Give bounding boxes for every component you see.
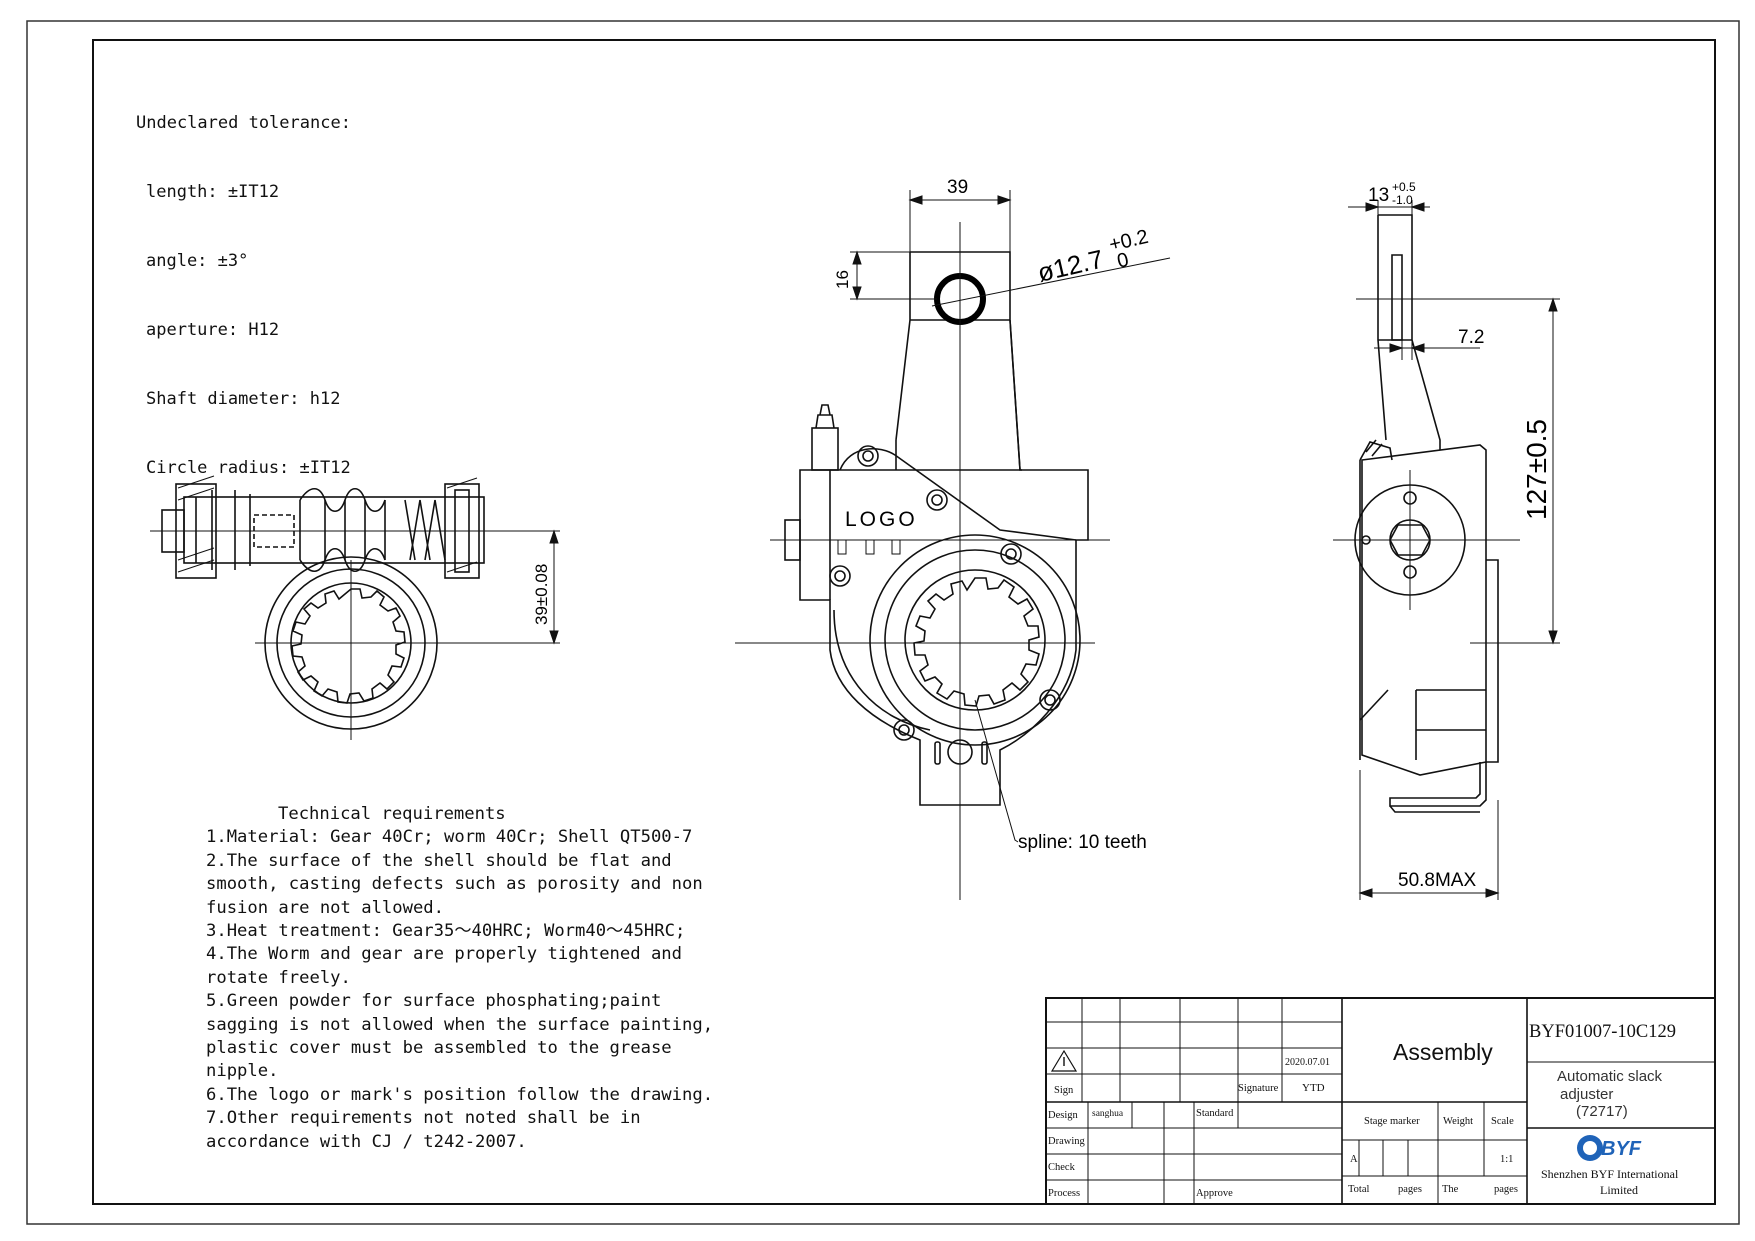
requirement-line: 6.The logo or mark's position follow the… bbox=[206, 1084, 714, 1105]
logo-mark: LOGO bbox=[845, 508, 918, 531]
svg-text:-1.0: -1.0 bbox=[1392, 193, 1413, 207]
worm-gear-view bbox=[161, 475, 485, 730]
tb-stage-marker: Stage marker bbox=[1364, 1116, 1420, 1127]
tb-stage-value: A bbox=[1350, 1154, 1358, 1165]
svg-text:0: 0 bbox=[1115, 249, 1131, 273]
tb-company-1: Shenzhen BYF International bbox=[1541, 1167, 1679, 1181]
dim-arm-width: 39 bbox=[947, 177, 968, 198]
dim-hole-offset: 16 bbox=[833, 270, 852, 289]
tolerance-line: Circle radius: ±IT12 bbox=[146, 458, 351, 478]
tolerance-line: length: ±IT12 bbox=[146, 182, 280, 202]
requirement-line: fusion are not allowed. bbox=[206, 897, 444, 918]
svg-text:adjuster: adjuster bbox=[1560, 1086, 1613, 1103]
svg-text:+0.5: +0.5 bbox=[1392, 180, 1416, 194]
requirement-line: sagging is not allowed when the surface … bbox=[206, 1014, 714, 1035]
svg-text:+0.2: +0.2 bbox=[1107, 226, 1150, 256]
requirement-line: 4.The Worm and gear are properly tighten… bbox=[206, 944, 682, 965]
tb-scale-value: 1:1 bbox=[1500, 1154, 1513, 1165]
tolerance-line: angle: ±3° bbox=[146, 251, 249, 271]
outer-border bbox=[26, 20, 1740, 1225]
company-logo: BYF bbox=[1577, 1135, 1642, 1161]
title-block-text: 2020.07.01 Sign Signature YTD Design san… bbox=[1048, 1022, 1679, 1199]
spline-label: spline: 10 teeth bbox=[1018, 832, 1147, 853]
tb-the: The bbox=[1442, 1184, 1459, 1195]
tb-approve: Approve bbox=[1196, 1188, 1233, 1199]
dim-arm-thickness: 13 +0.5 -1.0 bbox=[1368, 180, 1416, 207]
tb-standard: Standard bbox=[1196, 1108, 1234, 1119]
tb-assembly: Assembly bbox=[1393, 1039, 1493, 1065]
front-view bbox=[784, 251, 1089, 806]
dim-max-width: 50.8MAX bbox=[1398, 870, 1476, 891]
requirement-line: smooth, casting defects such as porosity… bbox=[206, 874, 703, 895]
requirement-line: 2.The surface of the shell should be fla… bbox=[206, 850, 672, 871]
requirement-line: plastic cover must be assembled to the g… bbox=[206, 1038, 672, 1059]
tb-process: Process bbox=[1048, 1188, 1080, 1199]
front-centerlines bbox=[735, 190, 1171, 900]
tb-company-2: Limited bbox=[1600, 1183, 1638, 1197]
tb-pages: pages bbox=[1398, 1184, 1422, 1195]
dim-worm-center: 39±0.08 bbox=[532, 564, 551, 625]
requirement-line: nipple. bbox=[206, 1061, 279, 1082]
requirement-line: 3.Heat treatment: Gear35～40HRC; Worm40～4… bbox=[206, 921, 686, 942]
dim-hole-diameter: ø12.7 +0.2 0 bbox=[1035, 226, 1151, 288]
requirement-line: accordance with CJ / t242-2007. bbox=[206, 1131, 527, 1152]
tb-design: Design bbox=[1048, 1110, 1078, 1121]
tb-part-number: BYF01007-10C129 bbox=[1529, 1022, 1676, 1042]
tb-ytd: YTD bbox=[1302, 1082, 1325, 1094]
tb-sign: Sign bbox=[1054, 1085, 1074, 1096]
requirement-line: 5.Green powder for surface phosphating;p… bbox=[206, 991, 662, 1012]
worm-centerlines bbox=[150, 529, 560, 740]
svg-text:ø12.7: ø12.7 bbox=[1035, 244, 1107, 288]
tb-check: Check bbox=[1048, 1162, 1076, 1173]
tolerance-line: aperture: H12 bbox=[146, 320, 280, 340]
title-block-grid bbox=[1045, 997, 1716, 1205]
requirement-line: rotate freely. bbox=[206, 967, 351, 988]
technical-requirements-title: Technical requirements bbox=[278, 804, 506, 824]
tb-designer: sanghua bbox=[1092, 1109, 1124, 1119]
side-view bbox=[1354, 214, 1499, 813]
tb-total: Total bbox=[1348, 1184, 1370, 1195]
inner-border bbox=[92, 39, 1716, 1205]
tb-weight: Weight bbox=[1443, 1116, 1473, 1127]
svg-text:Automatic slack: Automatic slack bbox=[1557, 1068, 1663, 1085]
tolerance-line: Shaft diameter: h12 bbox=[146, 389, 341, 409]
technical-requirements: Technical requirements 1.Material: Gear … bbox=[206, 803, 726, 1154]
side-centerlines bbox=[1333, 200, 1560, 900]
tb-drawing: Drawing bbox=[1048, 1136, 1085, 1147]
dim-arm-length: 127±0.5 bbox=[1521, 419, 1552, 520]
tb-signature: Signature bbox=[1238, 1083, 1279, 1094]
tolerance-title: Undeclared tolerance: bbox=[136, 113, 351, 133]
svg-text:BYF: BYF bbox=[1601, 1138, 1642, 1160]
cjk-stamp bbox=[837, 539, 901, 555]
tb-scale: Scale bbox=[1491, 1116, 1514, 1127]
tb-date: 2020.07.01 bbox=[1285, 1057, 1330, 1068]
dim-offset: 7.2 bbox=[1458, 327, 1484, 348]
requirement-line: 7.Other requirements not noted shall be … bbox=[206, 1108, 641, 1129]
requirement-line: 1.Material: Gear 40Cr; worm 40Cr; Shell … bbox=[206, 827, 693, 848]
tolerance-notes: Undeclared tolerance: length: ±IT12 angl… bbox=[136, 66, 351, 503]
svg-text:13: 13 bbox=[1368, 185, 1389, 206]
svg-text:(72717): (72717) bbox=[1576, 1103, 1628, 1120]
tb-product-name: Automatic slack adjuster (72717) bbox=[1557, 1068, 1663, 1120]
tb-pages-2: pages bbox=[1494, 1184, 1518, 1195]
